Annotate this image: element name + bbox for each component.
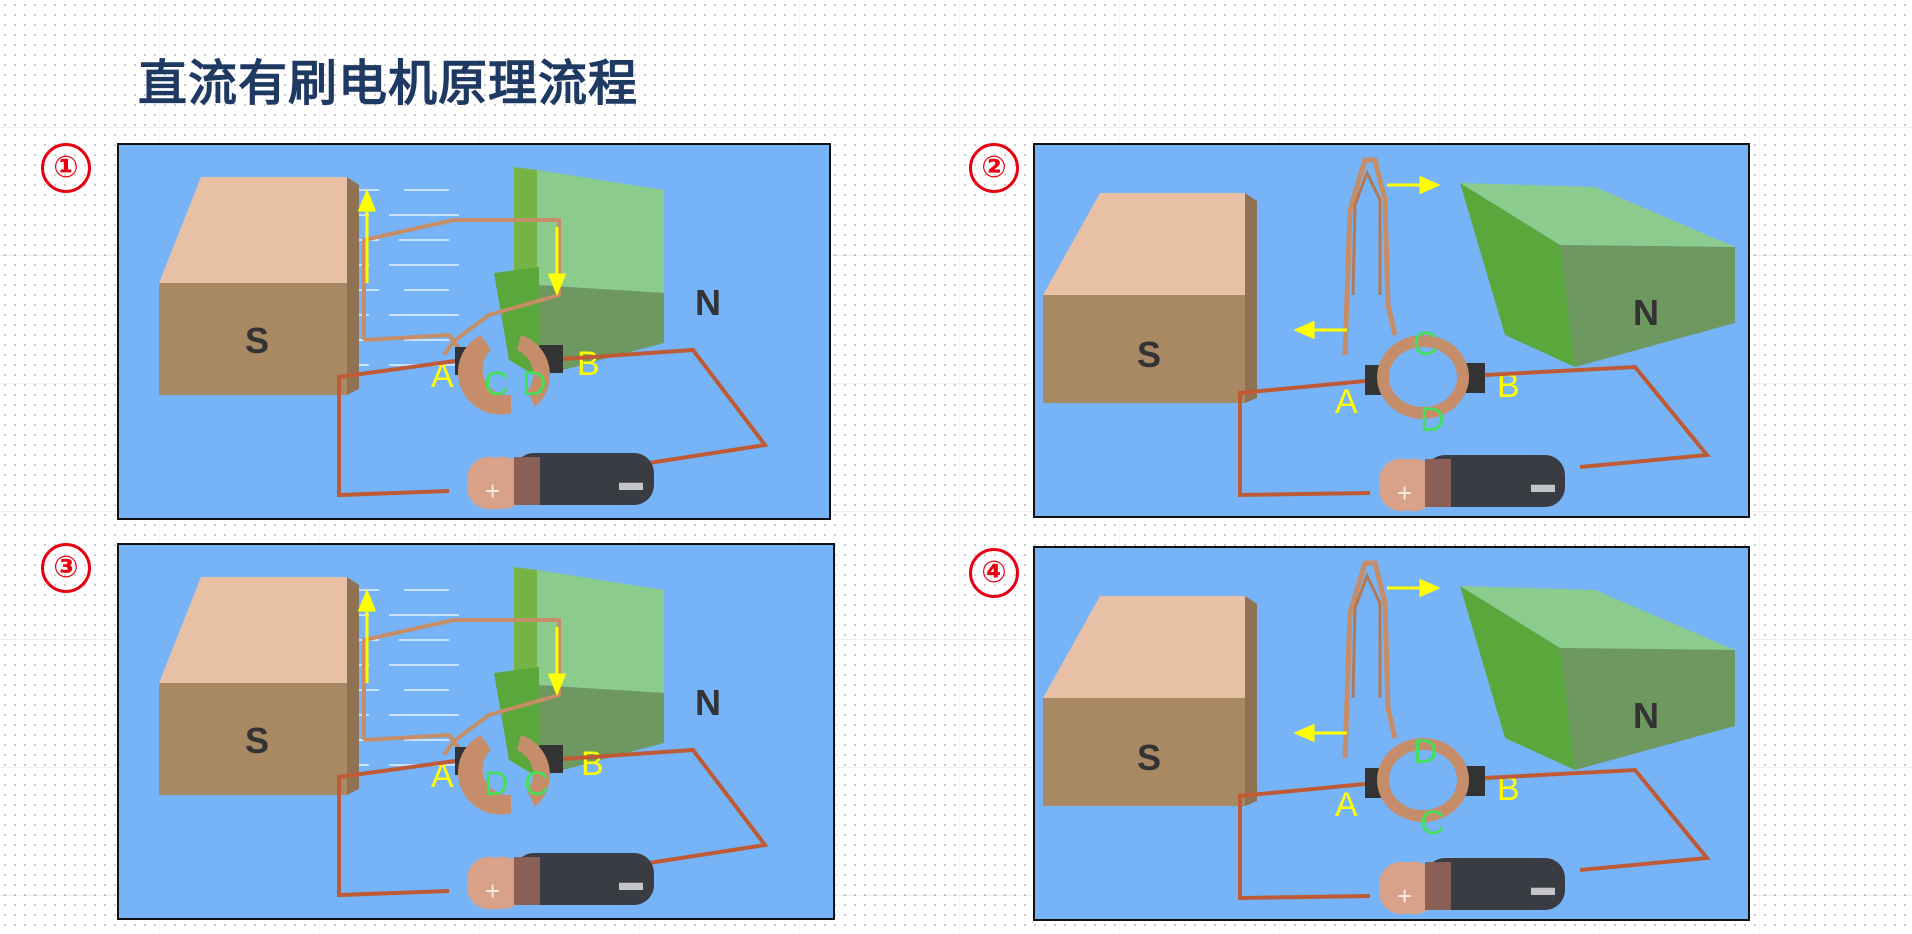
battery: + ▬: [467, 853, 654, 909]
svg-text:▬: ▬: [619, 869, 643, 896]
south-magnet: [159, 177, 359, 395]
svg-text:+: +: [1397, 881, 1412, 911]
segment-bottom-label: C: [1420, 804, 1445, 842]
circuit-wire: [1238, 782, 1371, 901]
battery: + ▬: [1379, 455, 1565, 511]
magnet-s-label: S: [245, 320, 269, 361]
brush-a-label: A: [1335, 786, 1358, 824]
svg-text:▬: ▬: [619, 469, 643, 496]
segment-bottom-label: D: [1420, 401, 1445, 439]
coil-wire: [362, 218, 561, 357]
coil-wire: [362, 618, 561, 757]
svg-text:▬: ▬: [1531, 471, 1555, 498]
brush-a-label: A: [431, 357, 454, 395]
motor-diagram-1: S N A B C D +: [159, 167, 769, 509]
svg-text:+: +: [485, 876, 500, 906]
step-number-3: ③: [41, 543, 91, 593]
south-magnet: [1043, 596, 1257, 806]
force-arrows: [1293, 175, 1441, 340]
magnet-n-label: N: [695, 682, 721, 723]
segment-right-label: C: [524, 765, 549, 803]
commutator: [1377, 335, 1469, 419]
magnet-n-label: N: [1633, 292, 1659, 333]
segment-top-label: C: [1413, 325, 1438, 363]
brush-b-label: B: [581, 745, 604, 783]
page-title: 直流有刷电机原理流程: [138, 55, 639, 112]
svg-text:+: +: [485, 476, 500, 506]
magnet-s-label: S: [245, 720, 269, 761]
segment-left-label: C: [484, 365, 509, 403]
south-magnet: [159, 577, 359, 795]
north-magnet: [1460, 586, 1735, 770]
segment-top-label: D: [1413, 733, 1438, 771]
commutator-left: [457, 335, 511, 415]
motor-panel-2: S N A B C D + ▬: [1033, 143, 1750, 518]
brush-b-label: B: [1497, 770, 1520, 808]
circuit-wire: [337, 359, 456, 498]
svg-text:▬: ▬: [1531, 874, 1555, 901]
step-number-4: ④: [969, 548, 1019, 598]
brush-b-label: B: [1497, 367, 1520, 405]
circuit-wire: [337, 759, 456, 898]
segment-right-label: D: [522, 365, 547, 403]
magnet-s-label: S: [1137, 334, 1161, 375]
coil-wire: [1342, 157, 1398, 356]
commutator: [1377, 738, 1469, 822]
force-arrows: [357, 189, 567, 296]
segment-left-label: D: [484, 765, 509, 803]
coil-wire: [1342, 560, 1398, 759]
motor-diagram-2: S N A B C D + ▬: [1043, 157, 1735, 511]
brush-b-label: B: [577, 345, 600, 383]
magnet-s-label: S: [1137, 737, 1161, 778]
step-number-1: ①: [41, 143, 91, 193]
motor-diagram-3: S N A B D C + ▬: [159, 567, 769, 909]
circuit-wire: [1238, 379, 1371, 498]
motor-diagram-4: S N A B D C + ▬: [1043, 560, 1735, 914]
step-number-2: ②: [969, 143, 1019, 193]
battery: + ▬: [1379, 858, 1565, 914]
north-magnet: [1460, 183, 1735, 367]
motor-panel-1: S N A B C D +: [117, 143, 831, 520]
brush-a-label: A: [1335, 383, 1358, 421]
svg-text:+: +: [1397, 478, 1412, 508]
motor-panel-3: S N A B D C + ▬: [117, 543, 835, 920]
magnet-n-label: N: [695, 282, 721, 323]
south-magnet: [1043, 193, 1257, 403]
brush-a-label: A: [431, 757, 454, 795]
force-arrows: [357, 589, 567, 696]
commutator-right: [517, 735, 550, 807]
battery: + ▬: [467, 453, 654, 509]
motor-panel-4: S N A B D C + ▬: [1033, 546, 1750, 921]
commutator-right: [517, 335, 550, 407]
force-arrows: [1293, 578, 1441, 743]
magnet-n-label: N: [1633, 695, 1659, 736]
commutator-left: [457, 735, 511, 815]
